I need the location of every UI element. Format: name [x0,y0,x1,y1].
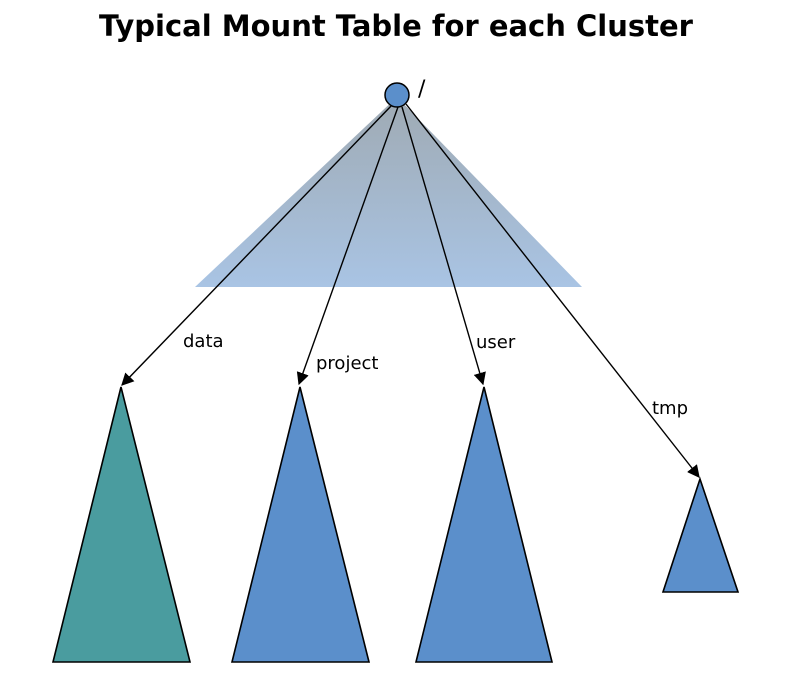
root-label: / [418,77,426,102]
edge-project [296,106,399,386]
mount-label-data: data [183,331,224,352]
mount-label-project: project [316,353,378,374]
root-node [384,82,410,108]
diagram-title: Typical Mount Table for each Cluster [99,9,694,43]
mount-table-region [195,97,582,287]
edge-data [121,103,394,386]
edge-user [401,106,486,386]
subtree-data [51,386,192,663]
edge-tmp [405,103,700,478]
mount-label-user: user [476,332,516,353]
subtree-project [230,386,371,663]
subtree-tmp [661,476,740,593]
subtree-user [414,386,554,663]
mount-label-tmp: tmp [652,398,688,419]
